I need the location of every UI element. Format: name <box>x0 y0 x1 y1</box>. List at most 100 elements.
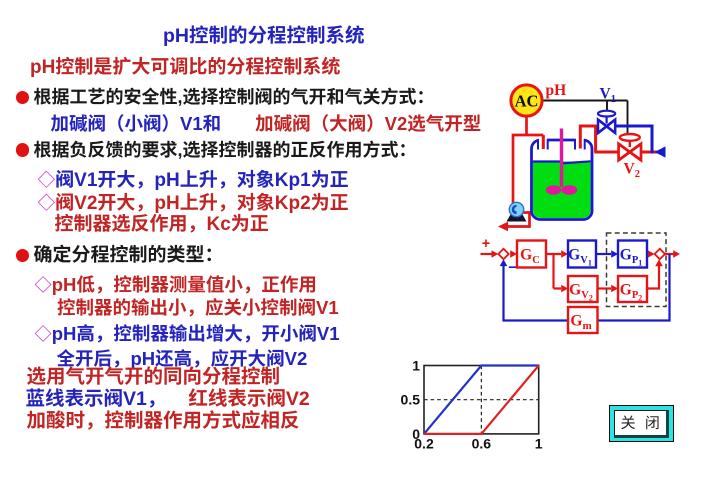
pump-base <box>506 214 527 222</box>
text-line: 选用气开气开的同向分程控制 <box>26 365 281 388</box>
text-segment: pH高，控制器输出增大，开小阀V1 <box>51 322 340 344</box>
label-main: G <box>620 247 632 264</box>
pump-volute <box>511 204 517 215</box>
text-segment: 控制器的输出小，应关小控制阀V1 <box>57 296 339 318</box>
y-tick-label: 0.5 <box>401 392 421 408</box>
feed-pipes-red <box>541 124 658 154</box>
text-line: ◇pH低，控制器测量值小，正作用 <box>35 274 317 295</box>
text-line: pH控制是扩大可调比的分程控制系统 <box>30 57 340 79</box>
label-main: G <box>620 282 632 299</box>
block-gv2 <box>566 274 599 304</box>
bd-arrow-sum2 <box>647 250 655 258</box>
valve1-cross <box>597 118 616 134</box>
bd-arrow-gc <box>510 250 517 258</box>
controller-label: AC <box>515 92 539 111</box>
controller-signal-lines <box>542 99 629 134</box>
text-segment: 红线表示阀V2 <box>188 388 310 410</box>
text-line: ● 根据负反馈的要求,选择控制器的正反作用方式： <box>15 139 417 160</box>
label-subsub: 2 <box>638 294 642 303</box>
chart-guide-dashed <box>424 365 539 434</box>
bd-feedback-line <box>502 254 671 322</box>
valve2-actuator <box>618 132 641 143</box>
block-diagram: GC GV1 GV2 GP1 GP2 Gm + − <box>480 232 680 335</box>
text-line: ● 确定分程控制的类型： <box>15 245 224 267</box>
chart-series-v2 <box>424 364 540 435</box>
text-segment: 确定分程控制的类型： <box>33 245 224 266</box>
inlet-arrowhead <box>654 146 666 158</box>
text-line: ◇阀V1开大，pH上升，对象Kp1为正 <box>37 166 349 192</box>
x-tick-label: 1 <box>535 435 543 451</box>
bd-arrow-gp2 <box>611 284 618 293</box>
plus-sign: + <box>482 236 490 252</box>
text-segment: 根据负反馈的要求,选择控制器的正反作用方式： <box>33 139 417 160</box>
text-line: ◇阀V2开大，pH上升，对象Kp2为正 <box>37 189 349 215</box>
bd-arrow-feedback <box>499 259 508 267</box>
label-sub: m <box>582 320 591 332</box>
pump-body <box>508 201 525 218</box>
close-button[interactable]: 关 闭 <box>609 405 674 442</box>
bd-arrow-output <box>673 250 680 258</box>
text-line: 控制器的输出小，应关小控制阀V1 <box>57 296 339 318</box>
text-segment: 加碱阀（大阀）V2选气开型 <box>255 112 482 134</box>
text-segment: 根据工艺的安全性,选择控制阀的气开和气关方式： <box>33 87 435 107</box>
controller-circle <box>509 83 544 118</box>
block-gc-label: GC <box>520 247 540 267</box>
diamond-icon: ◇ <box>37 189 56 215</box>
block-gp1-label: GP1 <box>620 247 642 268</box>
bypass-pipes-blue <box>614 124 654 154</box>
text-segment: 控制器选反作用，Kc为正 <box>54 214 269 235</box>
label-sub: P <box>632 255 639 266</box>
bd-gc-out-split <box>546 252 561 290</box>
block-gv1 <box>566 239 598 269</box>
text-segment: 选用气开气开的同向分程控制 <box>26 365 281 388</box>
label-sub: V <box>580 255 588 266</box>
text-line: 蓝线表示阀V1， 红线表示阀V2 <box>25 388 310 410</box>
text-segment: 加酸时，控制器作用方式应相反 <box>26 410 300 432</box>
text-segment: 加碱阀（小阀）V1和 <box>50 112 222 134</box>
text-line: ◇pH高，控制器输出增大，开小阀V1 <box>35 322 340 344</box>
bullet-icon: ● <box>15 143 29 157</box>
ph-label: pH <box>546 82 567 99</box>
summing-junction-2 <box>653 247 667 261</box>
label-subsub: 2 <box>589 294 593 303</box>
diamond-icon: ◇ <box>37 166 56 192</box>
stirrer-blade-right <box>561 185 578 195</box>
text-segment: 全开后，pH还高，应开大阀V2 <box>56 348 308 369</box>
page-title: pH控制的分程控制系统 <box>163 24 365 47</box>
label-main: G <box>568 247 580 264</box>
block-gv1-label: GV1 <box>568 247 592 268</box>
process-diagram: AC pH V1 V2 <box>498 82 666 232</box>
bullet-icon: ● <box>15 248 29 263</box>
close-button-face: 关 闭 <box>613 409 669 438</box>
block-gp1 <box>616 239 649 269</box>
bd-arrow-input <box>491 250 499 258</box>
bd-arrow-gp1 <box>611 250 618 258</box>
label-sub: P <box>632 290 639 301</box>
text-segment: 阀V2开大，pH上升，对象Kp2为正 <box>55 192 349 214</box>
stirrer-blade-left <box>545 185 562 195</box>
block-gv2-label: GV2 <box>569 282 593 303</box>
block-gm <box>566 305 599 335</box>
text-segment: 蓝线表示阀V1， <box>25 388 167 410</box>
label-subsub: 1 <box>638 259 642 268</box>
valve2-label: V2 <box>624 161 640 181</box>
text-line: ● 根据工艺的安全性,选择控制阀的气开和气关方式： <box>15 87 435 107</box>
bd-arrow-gp2up <box>655 259 663 267</box>
valve2-cross <box>617 142 642 162</box>
label-main: G <box>520 247 532 264</box>
summing-junction-1 <box>497 247 510 261</box>
text-line: 加碱阀（小阀）V1和 加碱阀（大阀）V2选气开型 <box>50 112 482 134</box>
bd-arrow-gv2 <box>561 284 568 293</box>
y-tick-label: 1 <box>412 358 420 374</box>
block-gp2-label: GP2 <box>620 282 642 303</box>
x-tick-label: 0.2 <box>414 435 434 451</box>
text-segment: 阀V1开大，pH上升，对象Kp1为正 <box>55 169 349 191</box>
chart-series-v1 <box>423 364 539 435</box>
y-tick-label: 0 <box>412 426 420 442</box>
text-line: 全开后，pH还高，应开大阀V2 <box>57 349 308 369</box>
block-gm-label: Gm <box>570 313 591 333</box>
text-line: 加酸时，控制器作用方式应相反 <box>26 410 300 432</box>
bullet-icon: ● <box>15 90 29 105</box>
